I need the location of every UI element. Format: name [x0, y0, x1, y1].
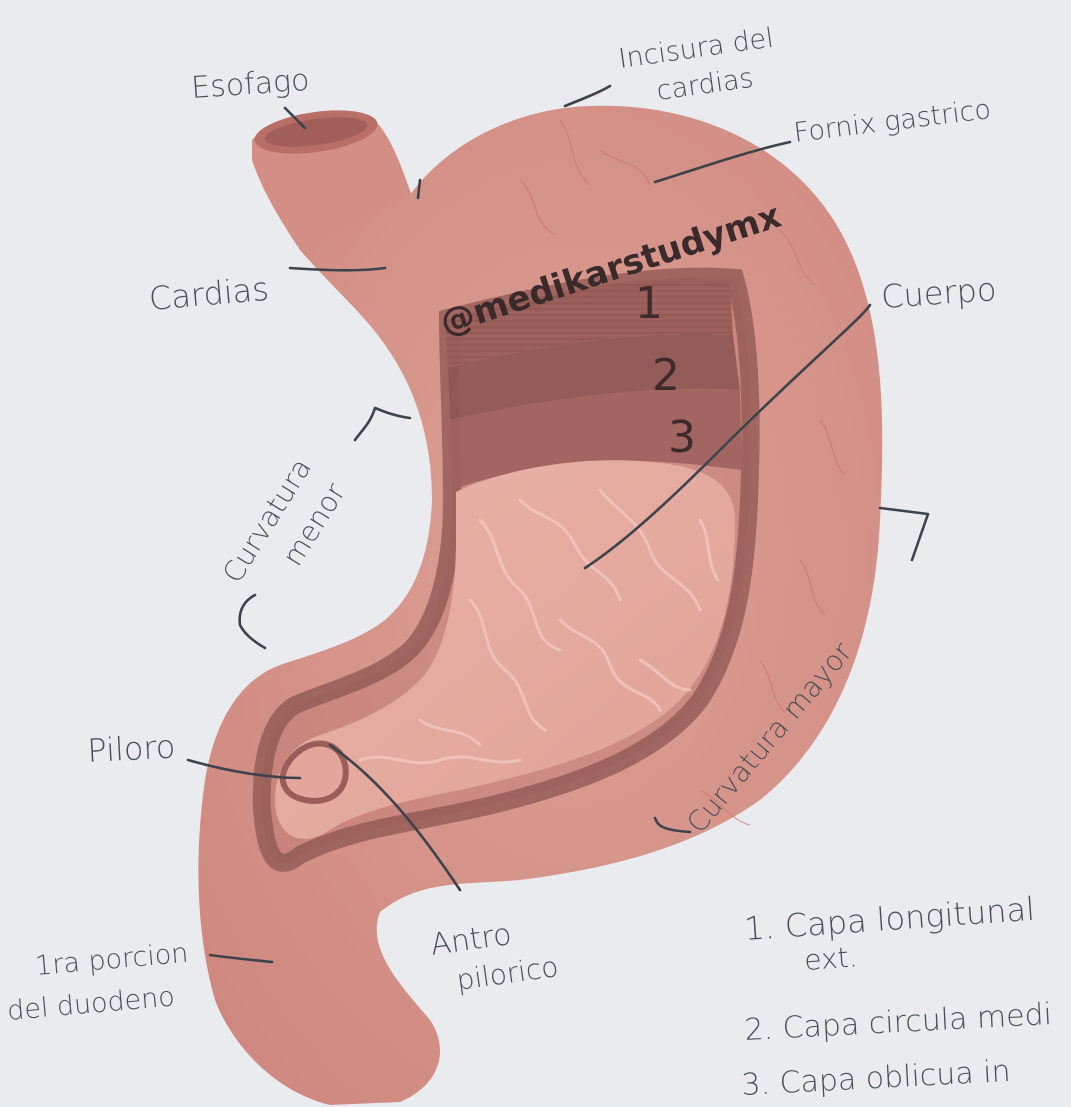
label-cuerpo: Cuerpo [880, 270, 998, 316]
legend-item-1-cont: ext. [803, 940, 858, 977]
layer-number-3: 3 [668, 412, 696, 463]
layer-number-2: 2 [652, 350, 680, 401]
label-piloro: Piloro [86, 727, 176, 770]
layer-number-1: 1 [635, 278, 663, 329]
